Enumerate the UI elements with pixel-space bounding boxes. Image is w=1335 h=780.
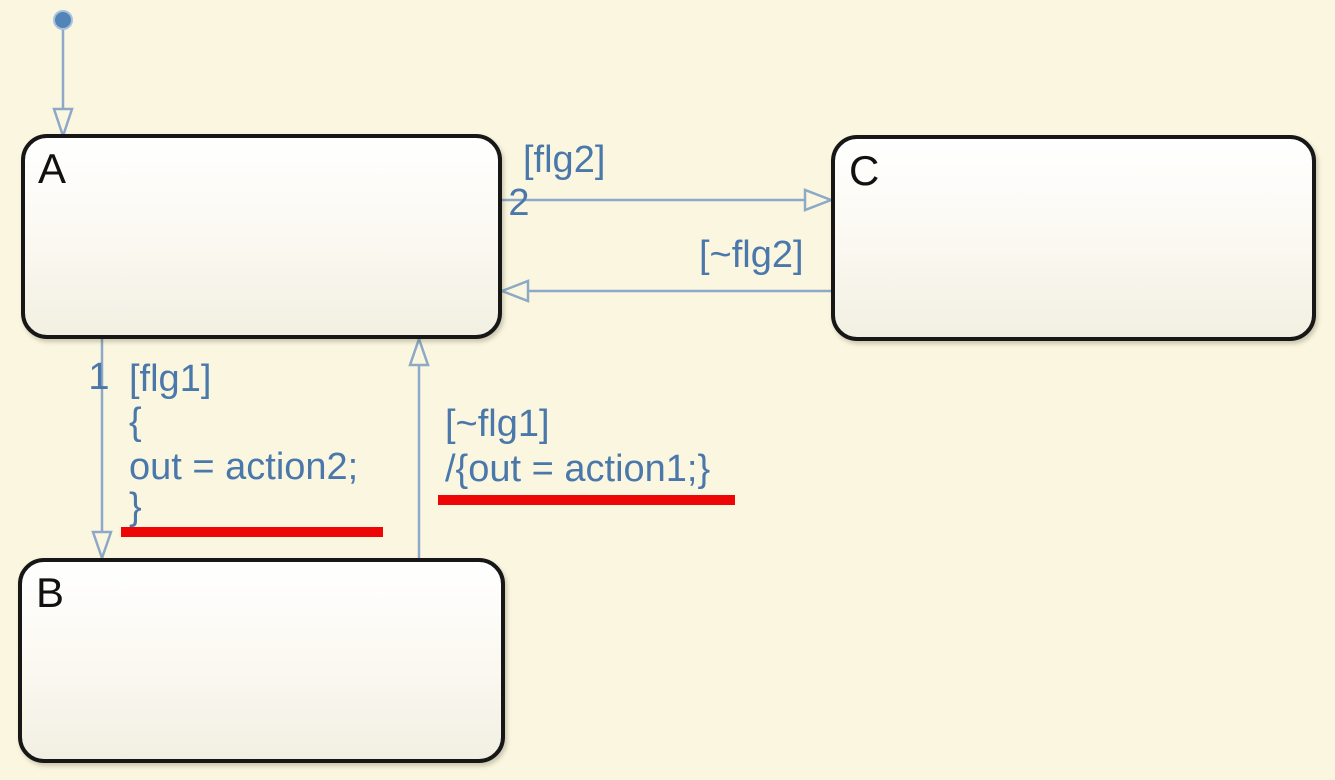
transition-b-to-a-condition[interactable]: [~flg1] (445, 403, 550, 445)
transition-b-to-a-arrowhead-icon (408, 335, 430, 367)
transition-a-to-c-order[interactable]: 2 (508, 182, 529, 224)
transition-c-to-a-arrowhead-icon (498, 279, 530, 303)
state-c-label[interactable]: C (849, 147, 879, 194)
state-b-shape[interactable] (18, 558, 505, 763)
initial-transition-arrowhead-icon (52, 107, 74, 140)
transition-c-to-a-condition[interactable]: [~flg2] (699, 234, 804, 276)
state-b-label[interactable]: B (36, 569, 64, 616)
state-c[interactable]: C (831, 135, 1316, 341)
highlight-underline-action1 (438, 495, 735, 505)
transition-a-to-b[interactable]: 1 [flg1] { out = action2; } (88, 338, 358, 562)
initial-transition-dot[interactable] (53, 10, 73, 30)
state-c-shape[interactable] (831, 135, 1316, 341)
transition-a-to-b-action-line-3[interactable]: } (129, 486, 142, 528)
transition-b-to-a-action[interactable]: /{out = action1;} (445, 448, 710, 490)
state-a[interactable]: A (21, 134, 502, 339)
transition-a-to-c-arrowhead-icon (803, 188, 835, 212)
transition-a-to-c-condition[interactable]: [flg2] (523, 139, 605, 181)
state-b[interactable]: B (18, 558, 505, 763)
highlight-underline-action2 (121, 527, 383, 537)
transition-c-to-a[interactable]: [~flg2] (498, 234, 832, 303)
state-a-shape[interactable] (21, 134, 502, 339)
transition-a-to-b-arrowhead-icon (91, 530, 113, 562)
transition-a-to-b-condition[interactable]: [flg1] (129, 358, 211, 400)
transition-b-to-a[interactable]: [~flg1] /{out = action1;} (408, 335, 710, 560)
transition-a-to-b-order[interactable]: 1 (88, 356, 109, 398)
initial-transition[interactable] (52, 10, 74, 140)
transition-a-to-b-action-line-2[interactable]: out = action2; (129, 446, 358, 488)
transition-a-to-c[interactable]: 2 [flg2] (499, 139, 835, 224)
state-a-label[interactable]: A (38, 145, 66, 192)
transition-a-to-b-action-line-1[interactable]: { (129, 401, 142, 443)
